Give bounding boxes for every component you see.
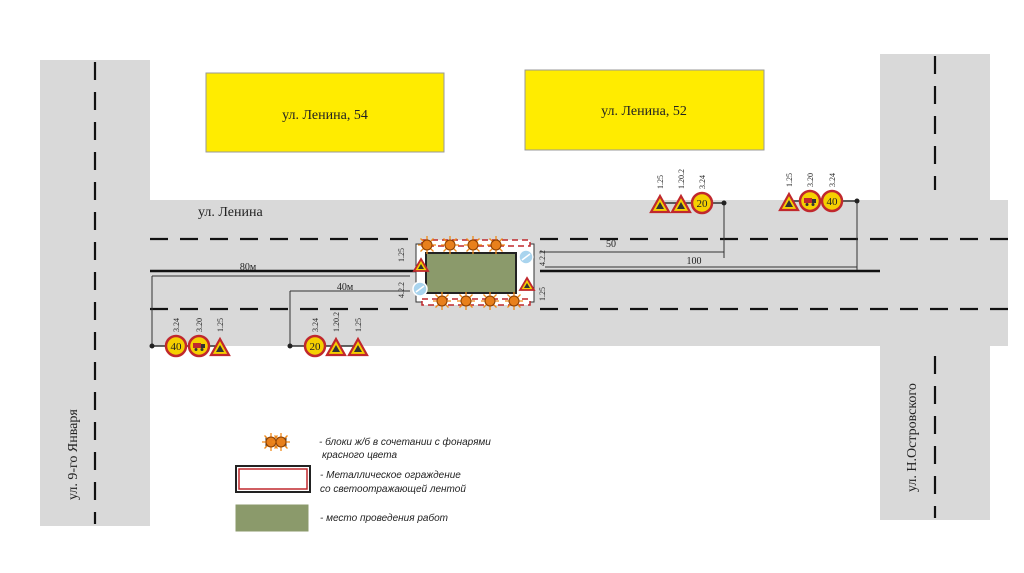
sign-code: 1.25 (785, 173, 794, 187)
distance-label-100: 100 (687, 256, 702, 267)
legend-fence-text-2: со светоотражающей лентой (320, 484, 466, 495)
speed-limit-value: 40 (171, 341, 183, 353)
sign-code: 1.25 (354, 318, 363, 332)
legend-fence-icon (235, 465, 311, 493)
building-lenina-52: ул. Ленина, 52 (524, 69, 765, 151)
legend-fence-text-1: - Металлическое ограждение (320, 470, 461, 481)
distance-label-50: 50 (606, 239, 616, 250)
distance-label-80: 80м (240, 262, 257, 273)
sign-group-bottom-speed-20: 20 3.24 1.20.2 1.25 (287, 312, 369, 358)
street-label-9-yanvarya: ул. 9-го Января (66, 409, 81, 500)
speed-limit-value: 20 (697, 198, 709, 210)
sign-code: 3.24 (698, 175, 707, 189)
lane-markings (93, 56, 1008, 524)
sign-code: 1.20.2 (677, 169, 686, 189)
sign-code: 3.20 (195, 318, 204, 332)
legend-workzone-swatch (235, 504, 309, 532)
sign-group-top-speed-20: 20 1.25 1.20.2 3.24 (649, 169, 727, 215)
sign-code: 1.25 (656, 175, 665, 189)
sign-code: 3.24 (311, 318, 320, 332)
sign-group-top-speed-40: 40 1.25 3.20 3.24 (778, 173, 860, 213)
distance-markers (151, 203, 858, 346)
building-lenina-54: ул. Ленина, 54 (205, 72, 445, 153)
building-label: ул. Ленина, 54 (282, 108, 368, 123)
work-zone: 1.25 4.2.2 4.2.2 1.25 (397, 235, 547, 311)
legend-blocks-icon (261, 432, 291, 452)
zone-sign-code: 1.25 (538, 287, 547, 301)
zone-sign-code: 4.2.2 (538, 250, 547, 266)
legend-blocks-text-2: красного цвета (322, 450, 397, 461)
distance-label-40: 40м (337, 282, 354, 293)
sign-code: 3.20 (806, 173, 815, 187)
building-label: ул. Ленина, 52 (601, 104, 687, 119)
zone-sign-code: 1.25 (397, 248, 406, 262)
legend-workzone-text: - место проведения работ (320, 512, 448, 524)
legend-blocks-text-1: - блоки ж/б в сочетании с фонарями (319, 436, 491, 448)
street-label-ostrovskogo: ул. Н.Островского (905, 383, 920, 492)
street-label-lenina: ул. Ленина (198, 205, 263, 220)
legend: - блоки ж/б в сочетании с фонарями красн… (235, 432, 491, 532)
speed-limit-value: 40 (827, 196, 839, 208)
sign-group-bottom-speed-40: 40 3.24 3.20 1.25 (149, 318, 231, 358)
sign-code: 1.25 (216, 318, 225, 332)
speed-limit-value: 20 (310, 341, 322, 353)
sign-code: 1.20.2 (332, 312, 341, 332)
sign-code: 3.24 (172, 318, 181, 332)
sign-code: 3.24 (828, 173, 837, 187)
zone-sign-code: 4.2.2 (397, 282, 406, 298)
